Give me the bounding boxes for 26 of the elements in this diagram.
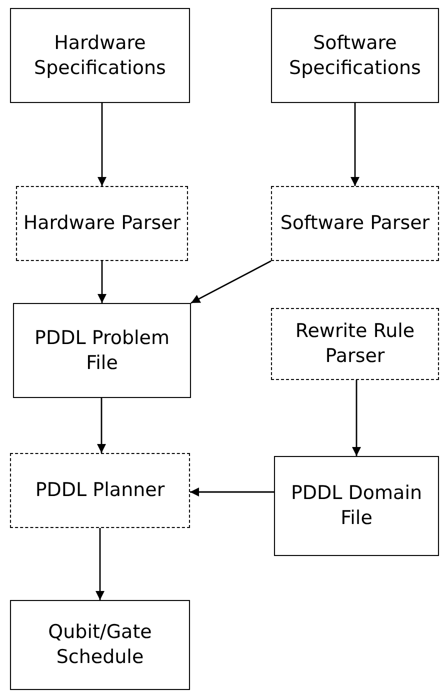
arrow bbox=[350, 103, 360, 186]
box-label: Rewrite Rule Parser bbox=[294, 319, 416, 369]
process-box bbox=[274, 456, 439, 556]
process-box bbox=[10, 8, 190, 103]
arrow bbox=[96, 528, 104, 600]
process-box bbox=[271, 8, 439, 103]
dashed-process-box bbox=[16, 186, 188, 261]
dashed-process-box bbox=[10, 453, 190, 528]
dashed-process-box bbox=[271, 186, 439, 261]
box-label: PDDL Planner bbox=[35, 478, 165, 503]
arrow bbox=[190, 488, 274, 496]
process-box bbox=[10, 600, 190, 690]
box-label: Hardware Parser bbox=[23, 211, 181, 236]
arrow bbox=[97, 398, 106, 453]
box-label: Software Parser bbox=[280, 211, 430, 236]
box-label: PDDL Domain File bbox=[290, 481, 424, 531]
process-box bbox=[13, 303, 191, 398]
box-label: PDDL Problem File bbox=[33, 326, 171, 376]
box-label: Hardware Specifications bbox=[33, 30, 167, 80]
arrow bbox=[352, 380, 361, 456]
dashed-process-box bbox=[271, 308, 439, 380]
arrow bbox=[190, 260, 272, 304]
arrow bbox=[98, 261, 106, 303]
box-label: Qubit/Gate Schedule bbox=[47, 620, 153, 670]
arrow bbox=[98, 103, 106, 186]
box-label: Software Specifications bbox=[288, 30, 422, 80]
